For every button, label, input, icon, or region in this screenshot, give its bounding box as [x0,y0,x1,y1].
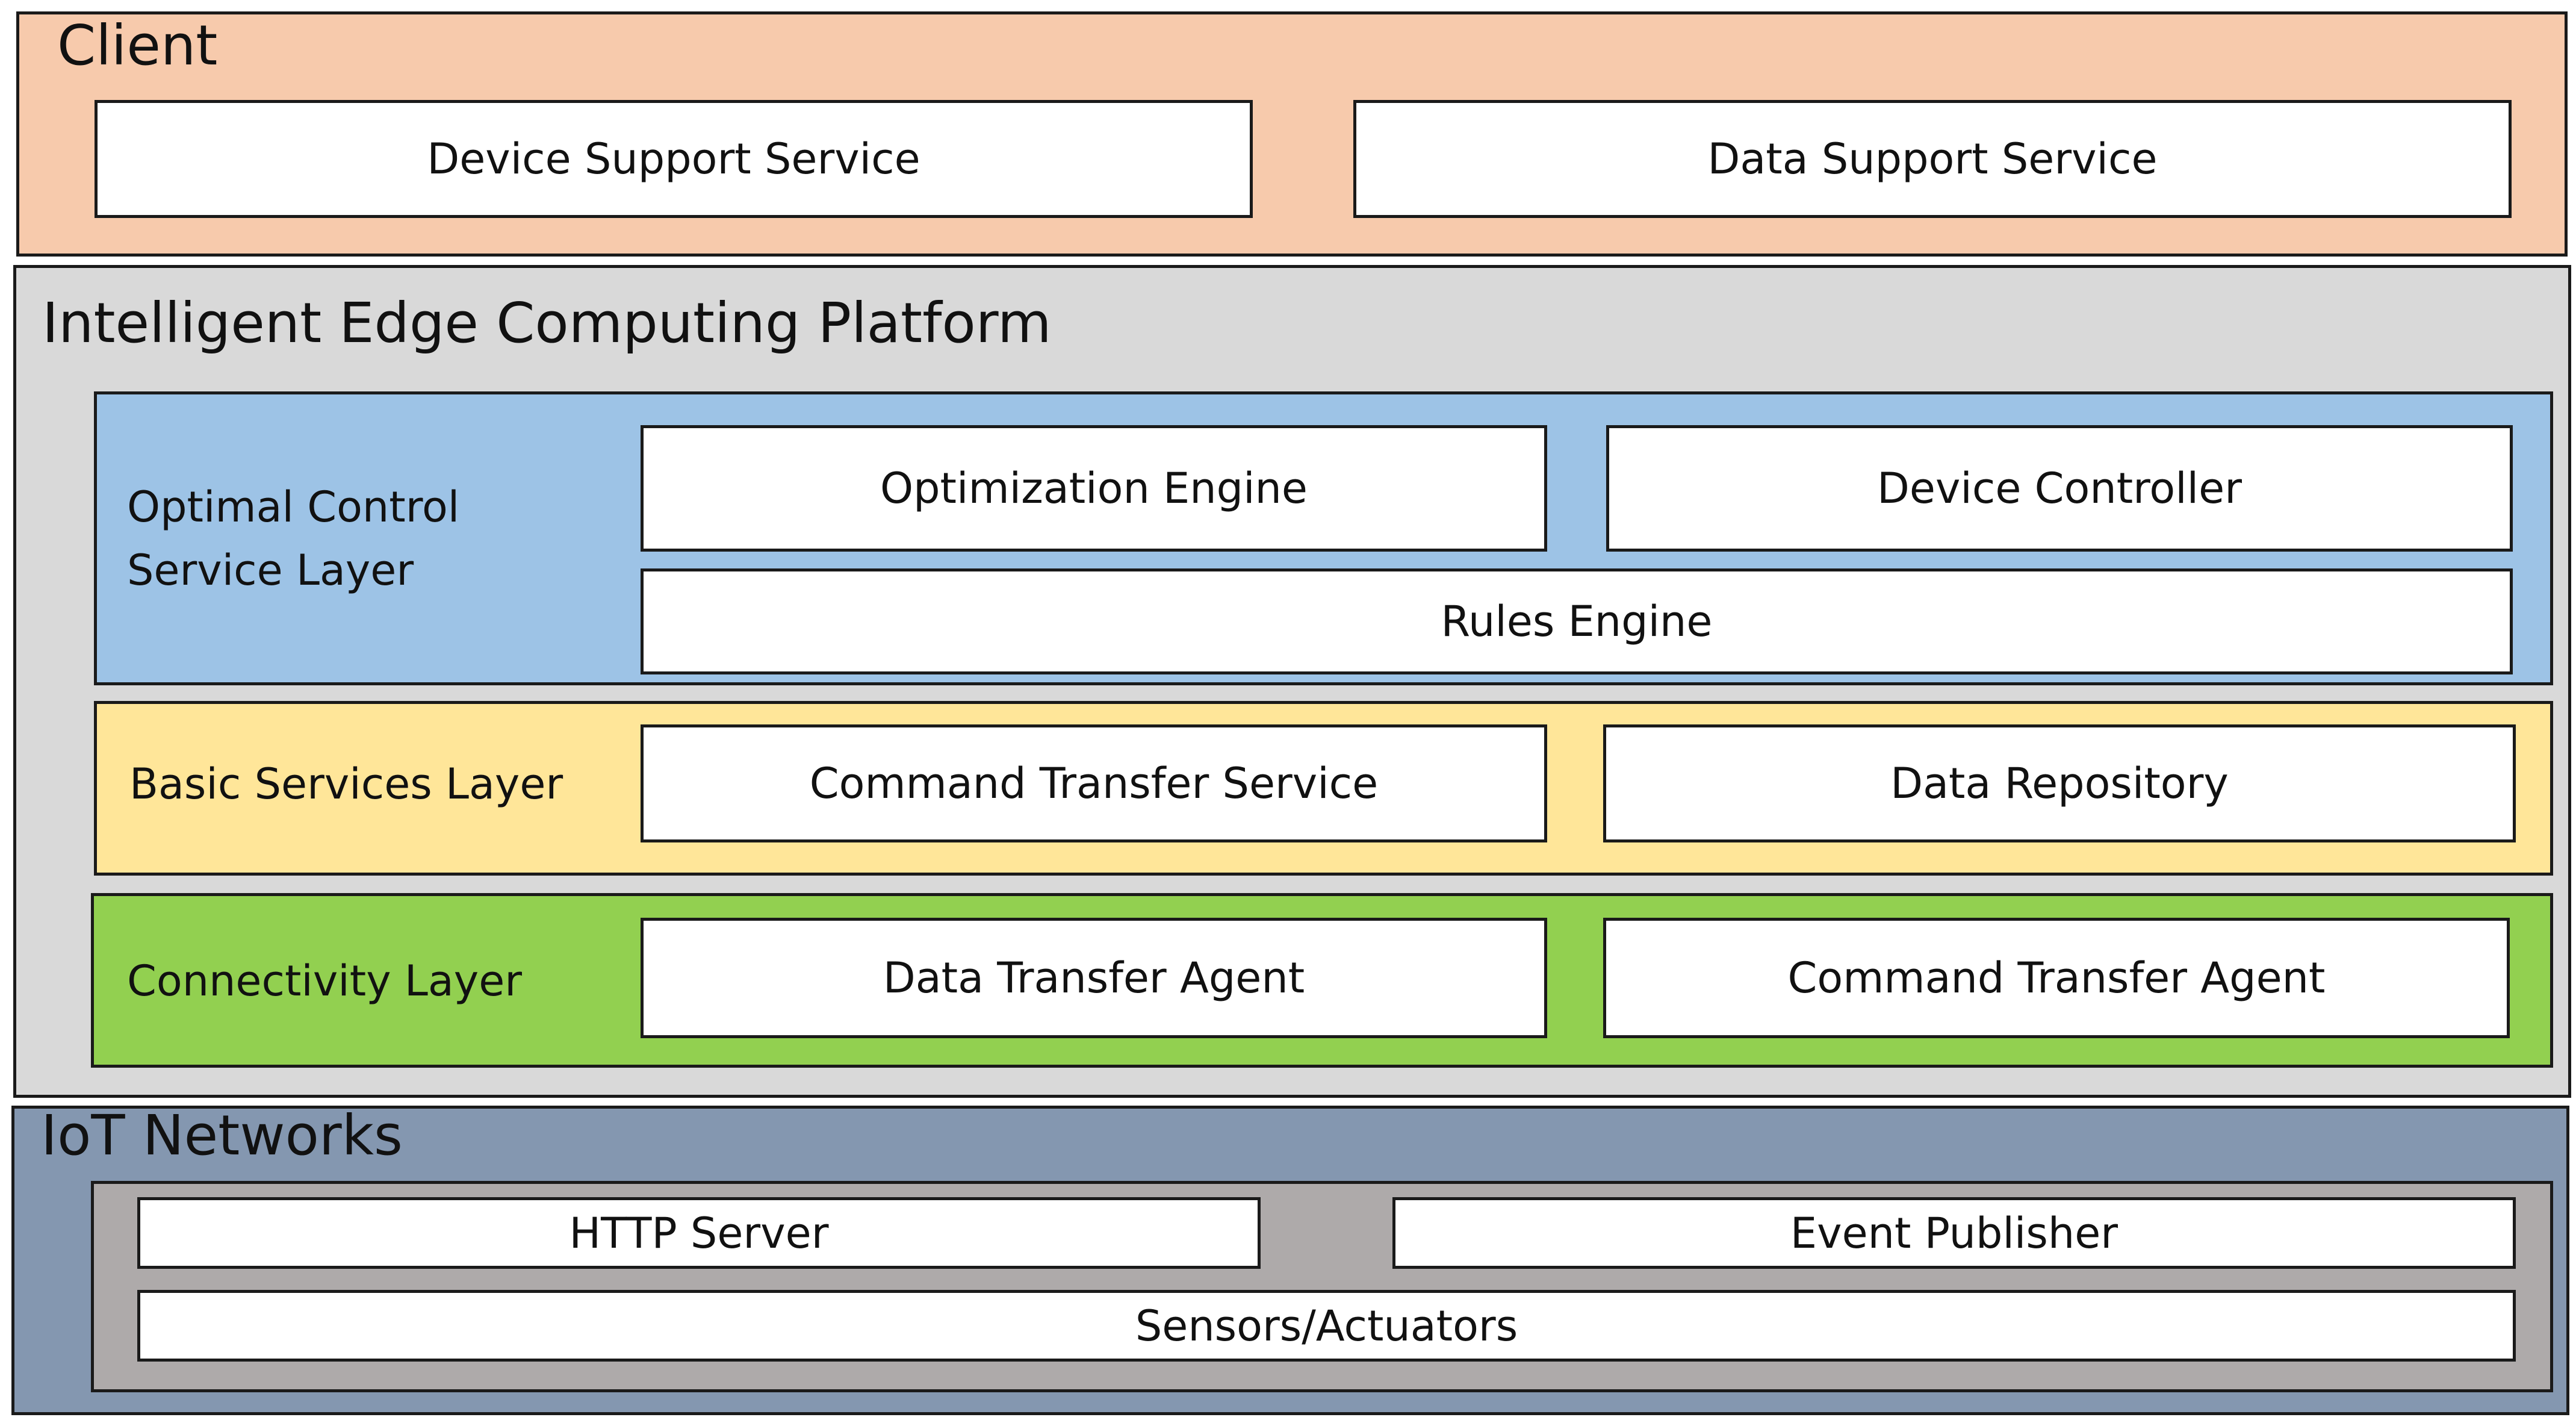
platform-title: Intelligent Edge Computing Platform [42,291,1052,355]
basic-services-label: Basic Services Layer [129,759,563,809]
data-support-service: Data Support Service [1353,100,2512,218]
data-transfer-agent: Data Transfer Agent [641,918,1547,1038]
data-repository: Data Repository [1603,724,2516,842]
optimal-control-label: Optimal Control Service Layer [127,482,460,595]
rules-engine: Rules Engine [641,568,2513,674]
client-title: Client [57,13,218,78]
device-support-service: Device Support Service [95,100,1253,218]
sensors-actuators: Sensors/Actuators [137,1290,2516,1362]
http-server: HTTP Server [137,1197,1261,1269]
command-transfer-agent: Command Transfer Agent [1603,918,2510,1038]
command-transfer-service: Command Transfer Service [641,724,1547,842]
connectivity-label: Connectivity Layer [127,956,523,1006]
optimization-engine: Optimization Engine [641,425,1547,552]
iot-title: IoT Networks [41,1103,403,1168]
event-publisher: Event Publisher [1392,1197,2516,1269]
device-controller: Device Controller [1606,425,2513,552]
